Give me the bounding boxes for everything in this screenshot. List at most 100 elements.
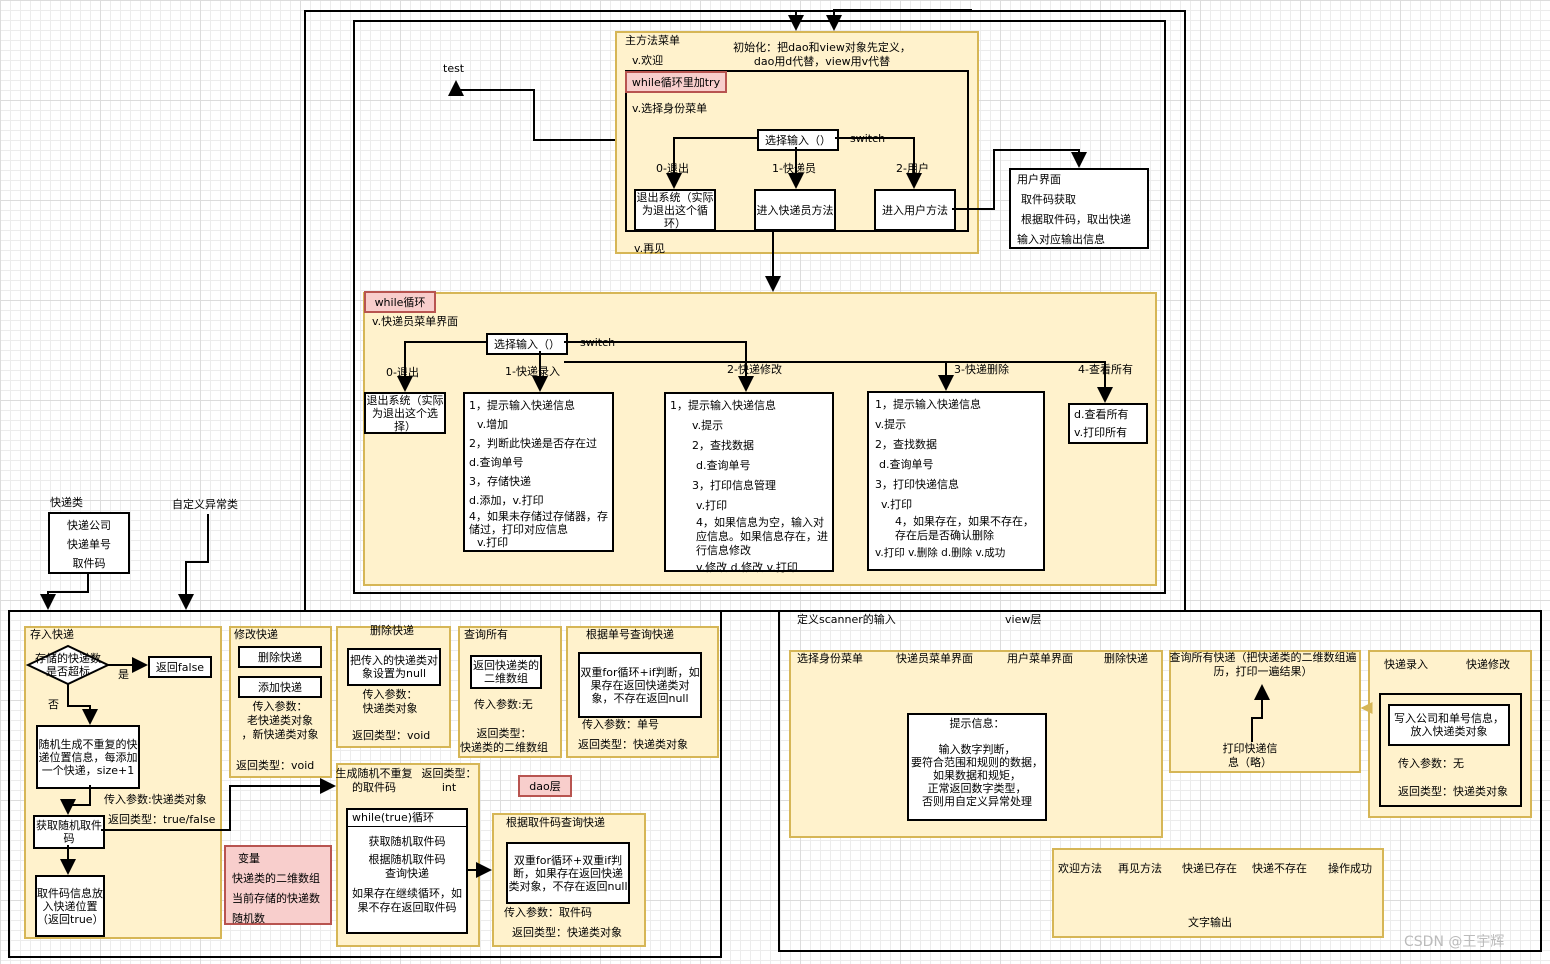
- queryall-title: 查询所有: [464, 628, 508, 641]
- courier-opt3: 3-快递删除: [954, 363, 1009, 376]
- test-label: test: [443, 62, 465, 75]
- view-menu-3: 删除快递: [1104, 652, 1148, 665]
- view-text-3: 快递不存在: [1252, 862, 1307, 875]
- add-l1: v.增加: [477, 418, 509, 431]
- mod-l4: 3，打印信息管理: [692, 479, 776, 492]
- modify-param: 传入参数： 老快递类对象 ，新快递类对象: [241, 700, 319, 741]
- courier-branch-3: [564, 361, 954, 391]
- express-field-1: 快递单号: [67, 538, 111, 551]
- main-frame: [353, 20, 1166, 594]
- put-code-box: 取件码信息放入快递位置（返回true）: [35, 875, 105, 937]
- delete-null-box: 把传入的快递类对象设置为null: [347, 648, 441, 686]
- dao-frame: [8, 610, 722, 958]
- express-class-title: 快递类: [50, 496, 83, 509]
- del-l2: 2，查找数据: [875, 438, 937, 451]
- querycode-return: 返回类型：快递类对象: [512, 926, 622, 939]
- view-queryall-panel: [1169, 650, 1361, 773]
- mod-l5: v.打印: [696, 499, 728, 512]
- view-l0: d.查看所有: [1074, 408, 1129, 421]
- dao-layer-label: dao层: [518, 775, 572, 797]
- main-opt0: 0-退出: [656, 162, 689, 175]
- courier-add-box: 1，提示输入快递信息 v.增加 2，判断此快递是否存在过 d.查询单号 3，存储…: [463, 392, 614, 552]
- view-l1: v.打印所有: [1074, 426, 1128, 439]
- view-queryall-text: 查询所有快递（把快递类的二维数组遍历，打印一遍结果）: [1169, 651, 1357, 678]
- goodbye-label: v.再见: [634, 242, 666, 255]
- user-interface-line1: 取件码获取: [1021, 193, 1076, 206]
- view-menu-2: 用户菜单界面: [1007, 652, 1073, 665]
- courier-opt2: 2-快递修改: [727, 363, 782, 376]
- random-position-box: 随机生成不重复的快递位置信息，每添加一个快递，size+1: [36, 725, 140, 789]
- to-get-code: [60, 785, 91, 815]
- del-l1: v.提示: [875, 418, 907, 431]
- outer-frame: [304, 10, 1186, 612]
- gencode-l3: 如果存在继续循环，如果不存在返回取件码: [352, 887, 462, 914]
- user-interface-arrow: [952, 149, 1087, 210]
- del-l6: 4，如果存在，如果不存在，存在后是否确认删除: [895, 515, 1034, 542]
- get-code-to-gen: [101, 778, 336, 831]
- modify-delete-box: 删除快递: [238, 646, 322, 668]
- main-branch-0: [666, 137, 757, 189]
- gencode-l1: 获取随机取件码: [368, 835, 446, 848]
- dao-delete-panel: [336, 626, 451, 748]
- express-class-box: 快递公司 快递单号 取件码: [48, 512, 130, 574]
- courier-opt0: 0-退出: [386, 366, 419, 379]
- view-entry-return: 返回类型：快递类对象: [1398, 785, 1508, 798]
- gencode-while-box: while(true)循环 获取随机取件码 根据随机取件码查询快递 如果存在继续…: [346, 808, 468, 934]
- courier-exit-box: 退出系统（实际为退出这个选择）: [364, 392, 446, 434]
- del-l4: 3，打印快递信息: [875, 478, 959, 491]
- express-field-0: 快递公司: [67, 519, 111, 532]
- view-text-1: 再见方法: [1118, 862, 1162, 875]
- try-frame: [625, 70, 969, 232]
- mod-l1: v.提示: [692, 419, 724, 432]
- delete-param: 传入参数： 快递类对象: [362, 688, 418, 715]
- user-interface-line2: 根据取件码，取出快递: [1021, 213, 1131, 226]
- del-l5: v.打印: [881, 498, 913, 511]
- vars-l3: 随机数: [232, 912, 265, 925]
- courier-branch-4: [564, 361, 1113, 403]
- add-l7: v.打印: [477, 536, 509, 549]
- view-menu-1: 快递员菜单界面: [896, 652, 973, 665]
- courier-branch-0: [397, 341, 486, 392]
- welcome-label: v.欢迎: [632, 54, 664, 67]
- del-l7: v.打印 v.删除 d.删除 v.成功: [875, 547, 1006, 559]
- view-entry-label: 快递录入: [1384, 658, 1428, 671]
- dao-queryall-panel: [458, 626, 562, 758]
- del-l0: 1，提示输入快递信息: [875, 398, 981, 411]
- view-modify-label: 快递修改: [1466, 658, 1510, 671]
- test-arrow: [448, 80, 615, 141]
- view-text-2: 快递已存在: [1182, 862, 1237, 875]
- courier-branch-2: [564, 341, 754, 392]
- to-random: [67, 684, 98, 725]
- try-label: while循环里加try: [625, 71, 727, 93]
- add-l3: d.查询单号: [469, 456, 524, 469]
- return-false-box: 返回false: [148, 656, 212, 678]
- courier-delete-box: 1，提示输入快递信息 v.提示 2，查找数据 d.查询单号 3，打印快递信息 v…: [867, 391, 1045, 571]
- queryno-box: 双重for循环+if判断，如果存在返回快递类对象，不存在返回null: [578, 652, 702, 718]
- querycode-param: 传入参数：取件码: [504, 906, 592, 919]
- view-entry-param: 传入参数：无: [1398, 757, 1464, 770]
- courier-modify-box: 1，提示输入快递信息 v.提示 2，查找数据 d.查询单号 3，打印信息管理 v…: [664, 392, 834, 574]
- add-l6: 4，如果未存储过存储器，存储过，打印对应信息: [469, 510, 608, 536]
- add-l2: 2，判断此快递是否存在过: [469, 437, 597, 450]
- mod-l6: 4，如果信息为空，输入对应信息。如果信息存在，进行信息修改: [696, 516, 828, 557]
- init-note: 初始化：把dao和view对象先定义， dao用d代替，view用v代替: [733, 41, 911, 68]
- exception-to-dao: [178, 514, 209, 610]
- store-param: 传入参数:快递类对象: [104, 793, 207, 806]
- decision-text: 存储的快递数是否超标: [35, 652, 101, 678]
- user-interface-line3: 输入对应输出信息: [1017, 233, 1105, 246]
- store-title: 存入快递: [30, 628, 74, 641]
- gencode-l2: 根据随机取件码查询快递: [368, 853, 446, 880]
- gencode-while-label: while(true)循环: [348, 810, 466, 827]
- mod-l3: d.查询单号: [696, 459, 751, 472]
- main-menu-title: 主方法菜单: [625, 34, 680, 47]
- courier-opt1: 1-快递录入: [505, 365, 560, 378]
- view-text-0: 欢迎方法: [1058, 862, 1102, 875]
- queryno-title: 根据单号查询快递: [586, 628, 674, 641]
- delete-title: 删除快递: [370, 624, 414, 637]
- queryno-param: 传入参数：单号: [582, 718, 659, 731]
- gencode-return: 返回类型： int: [421, 767, 477, 794]
- view-menu-0: 选择身份菜单: [797, 652, 863, 665]
- queryall-return: 返回类型： 快递类的二维数组: [460, 727, 548, 754]
- add-l4: 3，存储快递: [469, 475, 531, 488]
- view-frame: [778, 610, 1542, 952]
